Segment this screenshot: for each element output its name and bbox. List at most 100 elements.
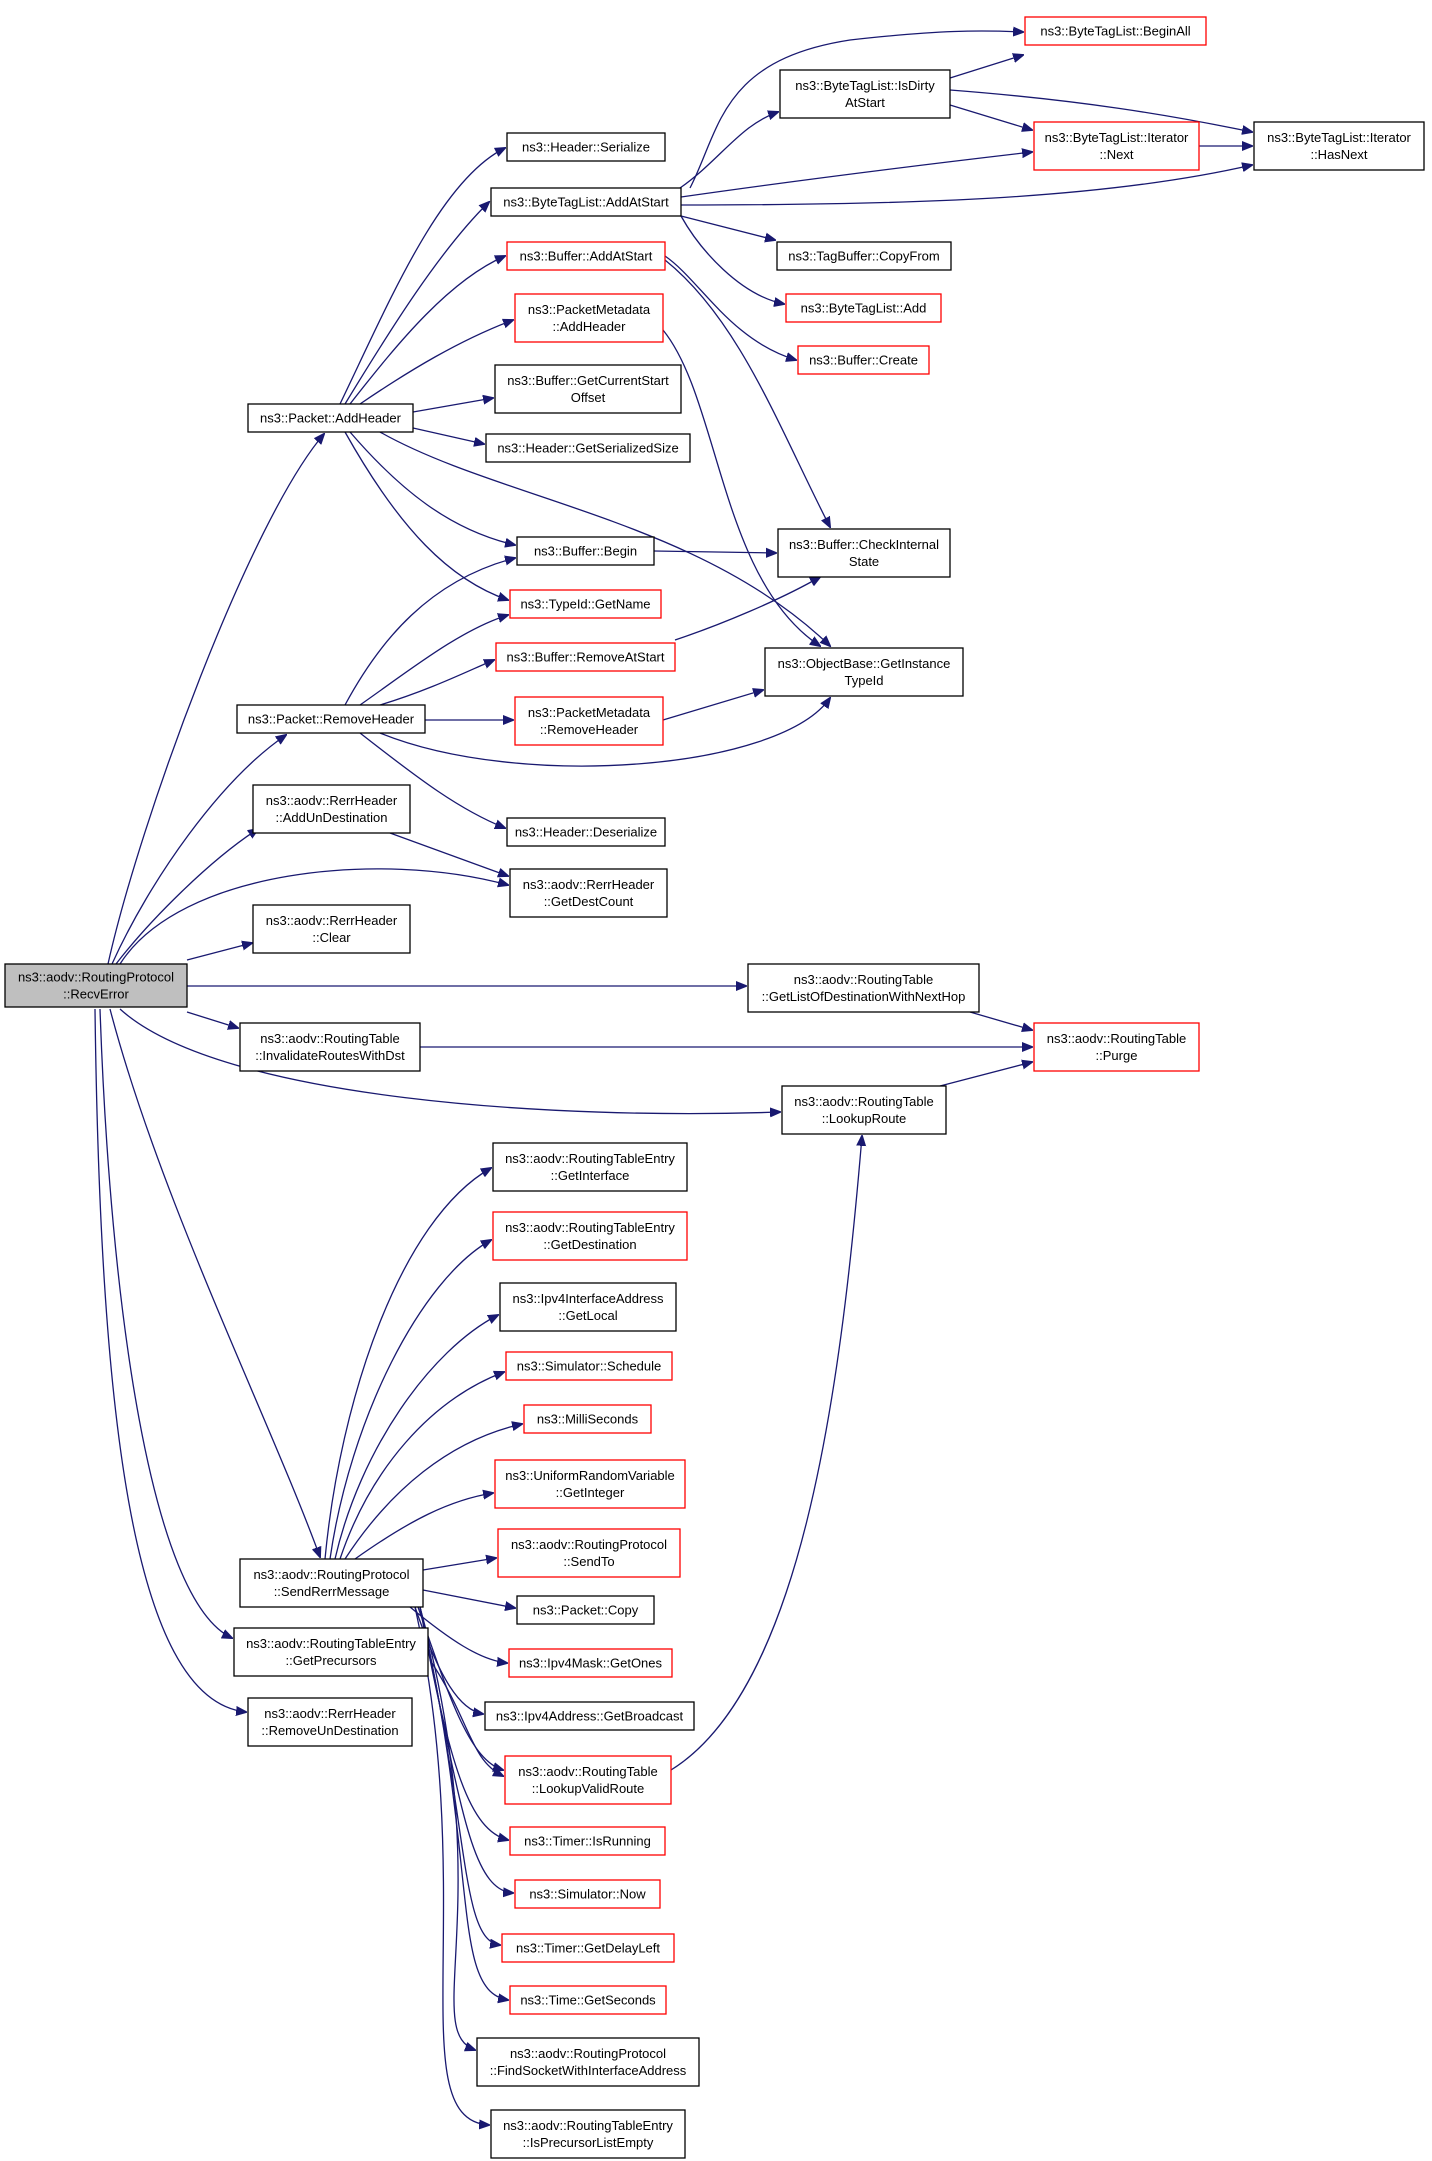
call-edge-bytetaglist_isdirtyatstart-to-bytetaglist_iterator_hasnext <box>949 89 1252 132</box>
node-label-line: ::Next <box>1100 147 1134 162</box>
node-label-line: ns3::Simulator::Schedule <box>517 1359 662 1374</box>
call-edge-bytetaglist_addatstart-to-bytetaglist_isdirtyatstart <box>679 112 778 189</box>
node-packetmetadata-addheader[interactable]: ns3::PacketMetadata::AddHeader <box>514 293 664 343</box>
node-box <box>516 1595 655 1625</box>
node-rerrheader-removeundestination[interactable]: ns3::aodv::RerrHeader::RemoveUnDestinati… <box>247 1697 413 1747</box>
node-label-line: ::GetListOfDestinationWithNextHop <box>762 989 966 1004</box>
node-box <box>506 132 666 162</box>
node-label-line: ns3::aodv::RoutingTable <box>1047 1031 1186 1046</box>
node-simulator-now[interactable]: ns3::Simulator::Now <box>514 1879 661 1909</box>
node-bytetaglist-add[interactable]: ns3::ByteTagList::Add <box>785 293 942 323</box>
node-box <box>233 1627 429 1677</box>
call-edge-bytetaglist_addatstart-to-bytetaglist_beginall <box>689 31 1023 189</box>
node-tagbuffer-copyfrom[interactable]: ns3::TagBuffer::CopyFrom <box>776 241 952 271</box>
node-milliseconds[interactable]: ns3::MilliSeconds <box>523 1404 652 1434</box>
node-routingtable-lookuproute[interactable]: ns3::aodv::RoutingTable::LookupRoute <box>781 1085 947 1135</box>
node-ipv4mask-getones[interactable]: ns3::Ipv4Mask::GetOnes <box>508 1648 673 1678</box>
node-label-line: ns3::Buffer::AddAtStart <box>520 249 653 264</box>
call-edge-sendrerrmessage-to-findsocketwithinterfaceaddress <box>419 1606 475 2050</box>
node-rerrheader-getdestcount[interactable]: ns3::aodv::RerrHeader::GetDestCount <box>509 868 668 918</box>
node-box <box>764 647 964 697</box>
node-rerrheader-clear[interactable]: ns3::aodv::RerrHeader::Clear <box>252 904 411 954</box>
node-rte-getdestination[interactable]: ns3::aodv::RoutingTableEntry::GetDestina… <box>492 1211 688 1261</box>
node-label-line: ::AddHeader <box>553 319 627 334</box>
node-label-line: ::AddUnDestination <box>275 810 387 825</box>
node-time-getseconds[interactable]: ns3::Time::GetSeconds <box>509 1985 667 2015</box>
node-label-line: ns3::Timer::GetDelayLeft <box>516 1941 660 1956</box>
node-box <box>476 2037 700 2087</box>
node-buffer-addatstart[interactable]: ns3::Buffer::AddAtStart <box>506 241 666 271</box>
node-label-line: ns3::aodv::RoutingTable <box>794 972 933 987</box>
node-rerrheader-addundestination[interactable]: ns3::aodv::RerrHeader::AddUnDestination <box>252 784 411 834</box>
node-box <box>497 1528 681 1578</box>
call-edge-packet_addheader-to-header_serialize <box>339 148 505 405</box>
node-bytetaglist-iterator-hasnext[interactable]: ns3::ByteTagList::Iterator::HasNext <box>1253 121 1425 171</box>
node-ipv4address-getbroadcast[interactable]: ns3::Ipv4Address::GetBroadcast <box>484 1701 695 1731</box>
node-timer-isrunning[interactable]: ns3::Timer::IsRunning <box>509 1826 666 1856</box>
node-routingtable-getlistofdestination[interactable]: ns3::aodv::RoutingTable::GetListOfDestin… <box>747 963 980 1013</box>
call-edge-packet_removeheader-to-buffer_removeatstart <box>379 660 494 706</box>
node-box <box>501 1933 675 1963</box>
node-label-line: ::GetDestCount <box>544 894 634 909</box>
node-bytetaglist-addatstart[interactable]: ns3::ByteTagList::AddAtStart <box>490 187 682 217</box>
node-packet-copy[interactable]: ns3::Packet::Copy <box>516 1595 655 1625</box>
node-box <box>495 642 676 672</box>
node-simulator-schedule[interactable]: ns3::Simulator::Schedule <box>505 1351 673 1381</box>
node-timer-getdelayleft[interactable]: ns3::Timer::GetDelayLeft <box>501 1933 675 1963</box>
node-label-line: ns3::Header::GetSerializedSize <box>497 441 678 456</box>
node-label-line: ns3::PacketMetadata <box>528 705 651 720</box>
node-buffer-begin[interactable]: ns3::Buffer::Begin <box>516 536 655 566</box>
node-buffer-create[interactable]: ns3::Buffer::Create <box>797 345 930 375</box>
call-edge-recv_error-to-rerrheader_removeundestination <box>94 1008 246 1712</box>
node-box <box>514 1879 661 1909</box>
node-box <box>490 2109 686 2159</box>
call-edge-rerrheader_addundestination-to-rerrheader_getdestcount <box>389 832 508 876</box>
call-edge-buffer_begin-to-buffer_checkinternalstate <box>653 551 776 553</box>
call-edge-buffer_addatstart-to-buffer_create <box>664 255 796 360</box>
node-rte-isprecursorlistempty[interactable]: ns3::aodv::RoutingTableEntry::IsPrecurso… <box>490 2109 686 2159</box>
node-rte-getinterface[interactable]: ns3::aodv::RoutingTableEntry::GetInterfa… <box>492 1142 688 1192</box>
node-header-getserializedsize[interactable]: ns3::Header::GetSerializedSize <box>485 433 691 463</box>
node-buffer-removeatstart[interactable]: ns3::Buffer::RemoveAtStart <box>495 642 676 672</box>
node-bytetaglist-beginall[interactable]: ns3::ByteTagList::BeginAll <box>1024 16 1207 46</box>
call-edge-routingtable_lookuproute-to-routingtable_purge <box>939 1062 1032 1087</box>
node-label-line: ns3::MilliSeconds <box>537 1412 639 1427</box>
node-box <box>797 345 930 375</box>
node-typeid-getname[interactable]: ns3::TypeId::GetName <box>509 589 662 619</box>
node-box <box>494 364 682 414</box>
node-bytetaglist-iterator-next[interactable]: ns3::ByteTagList::Iterator::Next <box>1033 121 1200 171</box>
node-routingtable-invalidateroutes[interactable]: ns3::aodv::RoutingTable::InvalidateRoute… <box>239 1022 421 1072</box>
node-findsocketwithinterfaceaddress[interactable]: ns3::aodv::RoutingProtocol::FindSocketWi… <box>476 2037 700 2087</box>
node-header-deserialize[interactable]: ns3::Header::Deserialize <box>506 817 666 847</box>
node-packet-removeheader[interactable]: ns3::Packet::RemoveHeader <box>236 704 426 734</box>
node-rte-getprecursors[interactable]: ns3::aodv::RoutingTableEntry::GetPrecurs… <box>233 1627 429 1677</box>
node-label-line: ns3::ByteTagList::AddAtStart <box>503 195 669 210</box>
node-ipv4interfaceaddress-getlocal[interactable]: ns3::Ipv4InterfaceAddress::GetLocal <box>499 1282 677 1332</box>
node-routingtable-purge[interactable]: ns3::aodv::RoutingTable::Purge <box>1033 1022 1200 1072</box>
node-header-serialize[interactable]: ns3::Header::Serialize <box>506 132 666 162</box>
node-packetmetadata-removeheader[interactable]: ns3::PacketMetadata::RemoveHeader <box>514 696 664 746</box>
node-box <box>523 1404 652 1434</box>
node-routingprotocol-sendto[interactable]: ns3::aodv::RoutingProtocol::SendTo <box>497 1528 681 1578</box>
node-packet-addheader[interactable]: ns3::Packet::AddHeader <box>247 403 414 433</box>
node-label-line: ns3::ByteTagList::BeginAll <box>1040 24 1190 39</box>
node-label-line: ns3::Ipv4Mask::GetOnes <box>519 1656 663 1671</box>
node-box <box>514 293 664 343</box>
node-label-line: ns3::TypeId::GetName <box>520 597 650 612</box>
call-edge-buffer_addatstart-to-buffer_checkinternalstate <box>664 259 830 527</box>
node-label-line: ns3::aodv::RoutingTableEntry <box>505 1220 675 1235</box>
node-routingtable-lookupvalidroute[interactable]: ns3::aodv::RoutingTable::LookupValidRout… <box>504 1755 672 1805</box>
node-sendrerrmessage[interactable]: ns3::aodv::RoutingProtocol::SendRerrMess… <box>239 1558 424 1608</box>
node-box <box>485 433 691 463</box>
node-recv-error[interactable]: ns3::aodv::RoutingProtocol::RecvError <box>4 963 188 1008</box>
call-edge-packet_addheader-to-buffer_addatstart <box>349 256 505 405</box>
node-box <box>247 1697 413 1747</box>
node-box <box>252 784 411 834</box>
node-label-line: ns3::Ipv4InterfaceAddress <box>512 1291 664 1306</box>
node-box <box>239 1558 424 1608</box>
node-uniformrandomvariable-getinteger[interactable]: ns3::UniformRandomVariable::GetInteger <box>494 1459 686 1509</box>
